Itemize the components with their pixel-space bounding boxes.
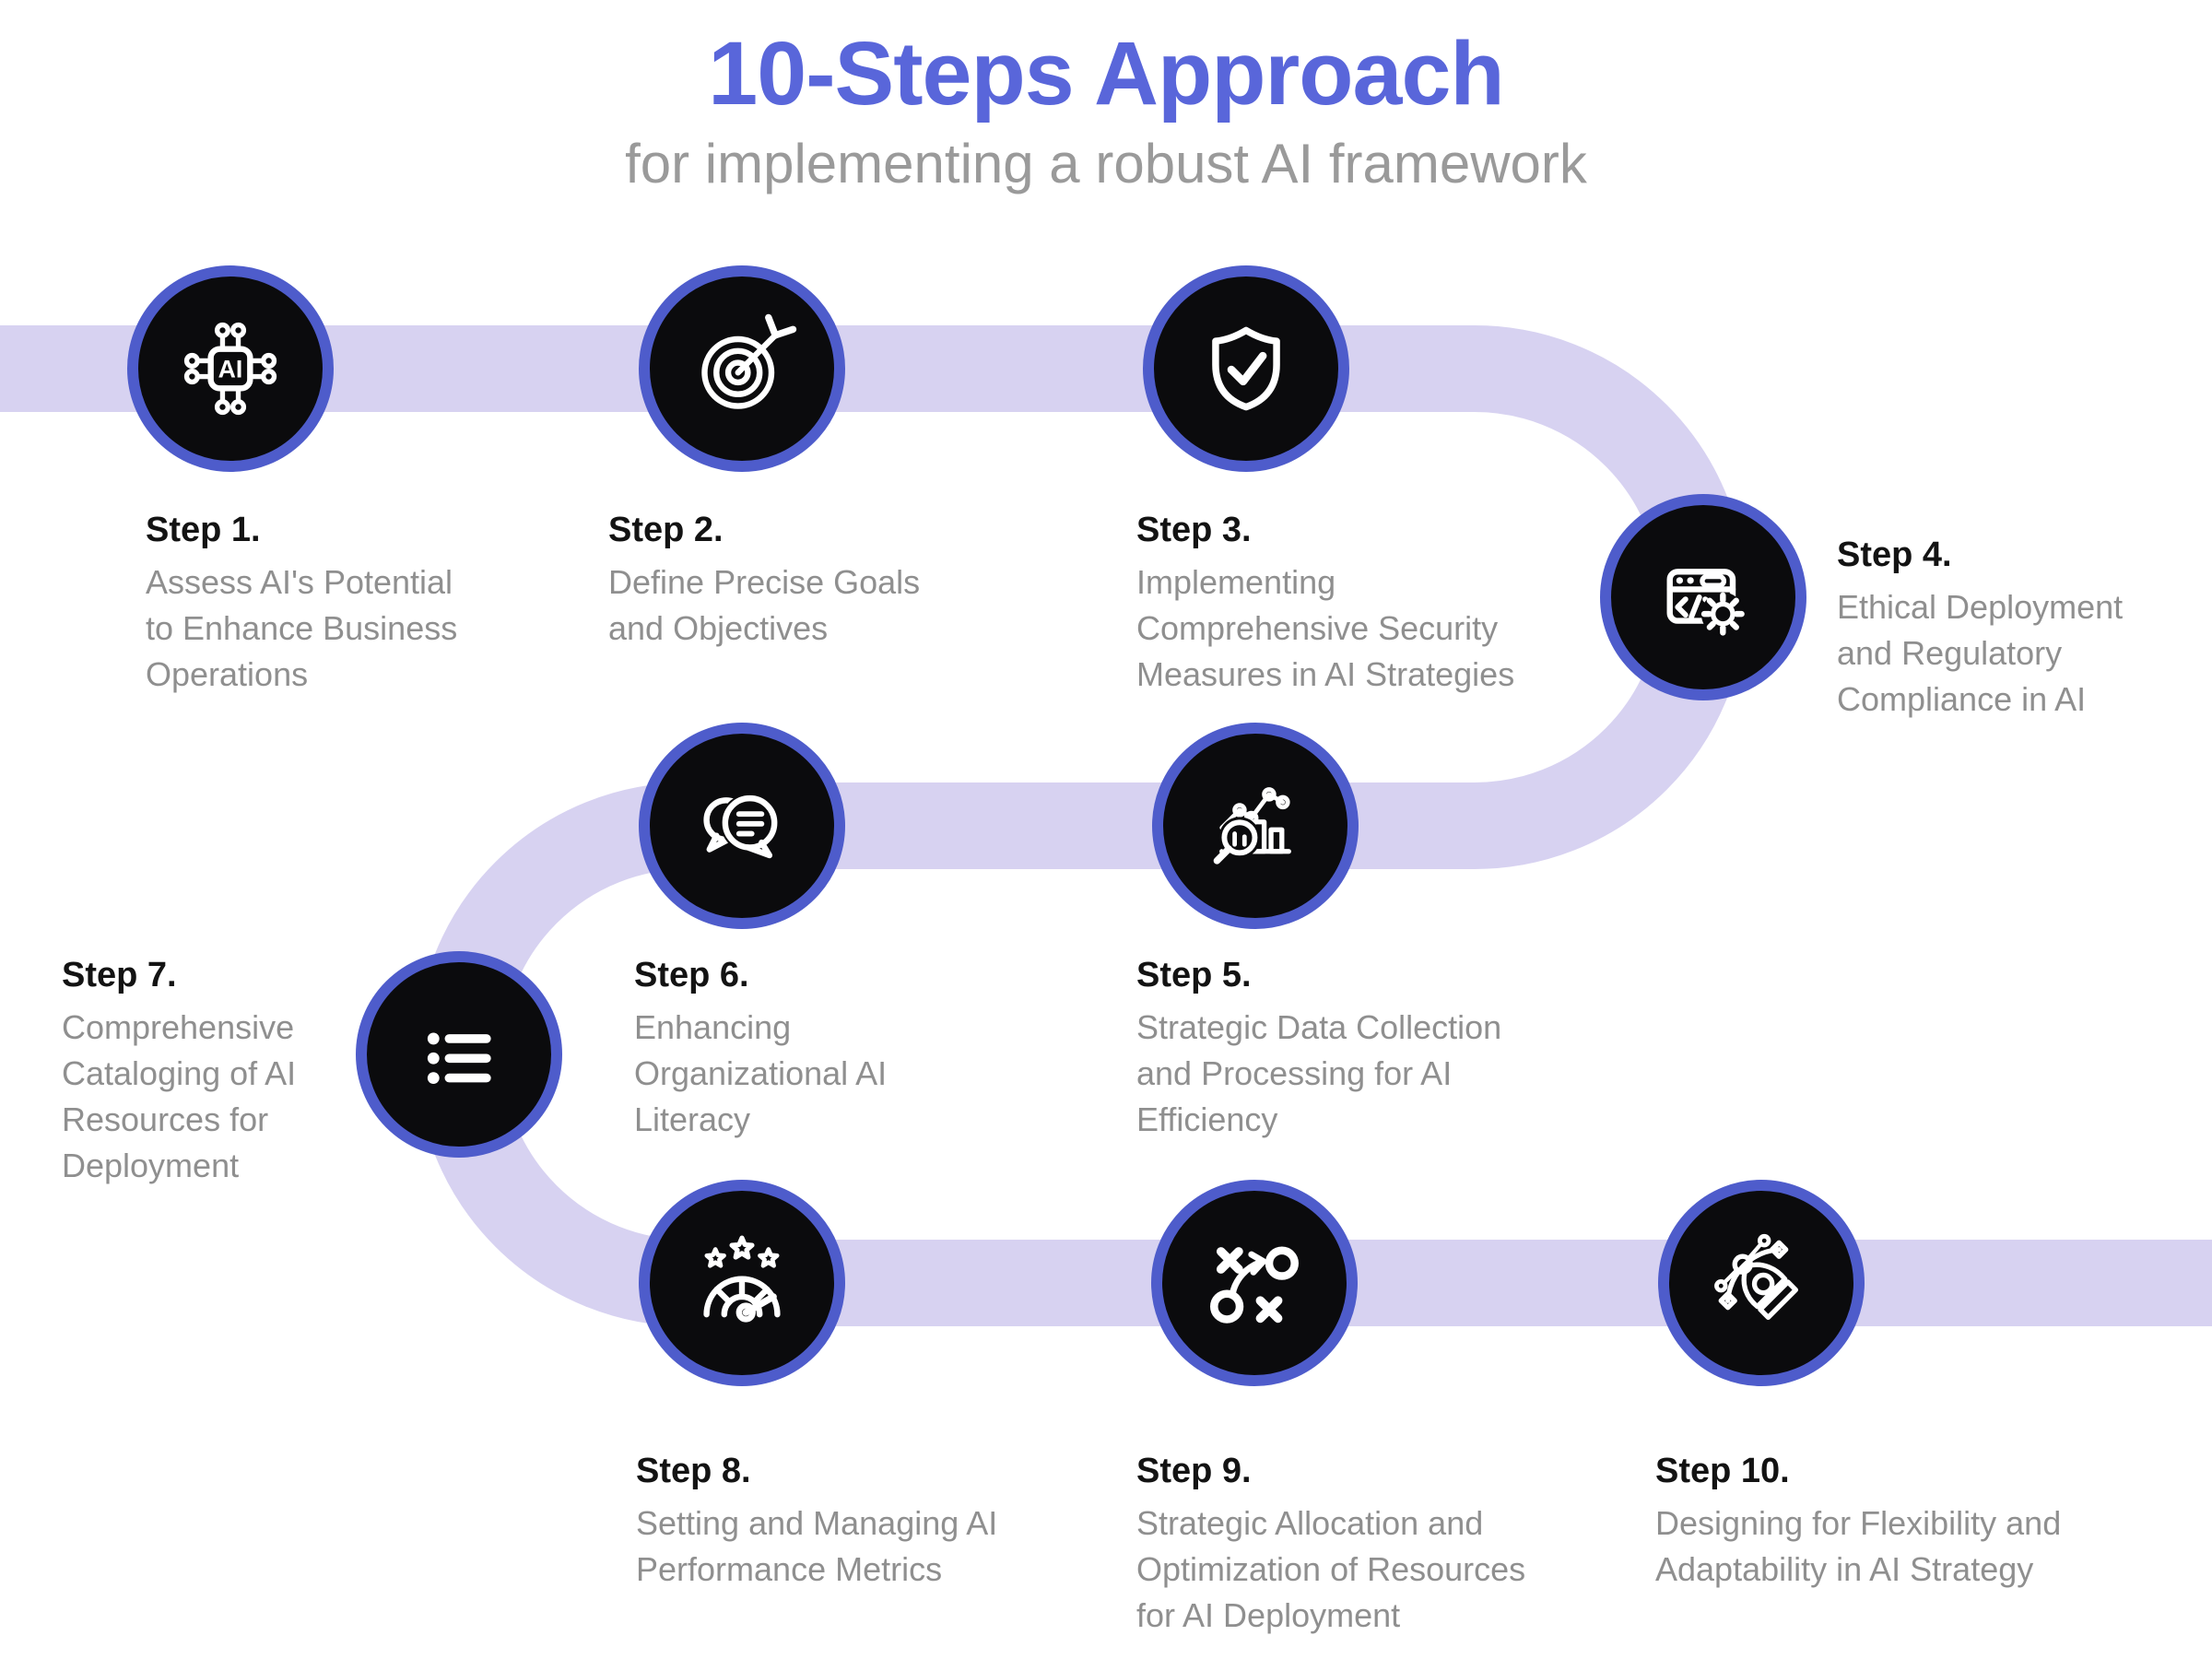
step-7-label: Step 7. <box>62 956 177 994</box>
strategy-icon <box>1210 1246 1299 1324</box>
step-10-text: Step 10. Designing for Flexibility and A… <box>1655 1453 2061 1593</box>
step-6-badge <box>639 723 845 929</box>
page-title: 10-Steps Approach <box>708 23 1504 124</box>
journey-path-line <box>0 325 2212 1326</box>
code-window-gear-icon <box>1666 569 1745 636</box>
step-6-text: Step 6. Enhancing Organizational AI Lite… <box>634 956 888 1143</box>
step-3-description: Implementing Comprehensive Security Meas… <box>1136 562 1515 693</box>
step-4-label: Step 4. <box>1837 535 1952 574</box>
step-2-badge <box>639 265 845 472</box>
header: 10-Steps Approach for implementing a rob… <box>0 23 2212 195</box>
step-1-badge: AI <box>127 265 334 472</box>
step-2-label: Step 2. <box>608 511 724 549</box>
step-4-badge <box>1600 494 1806 700</box>
ai-chip-icon: AI <box>183 322 277 416</box>
pen-tool-icon <box>1714 1233 1798 1320</box>
step-1-text: Step 1. Assess AI's Potential to Enhance… <box>146 512 457 698</box>
data-analysis-icon <box>1213 787 1291 865</box>
page-subtitle: for implementing a robust AI framework <box>625 132 1587 194</box>
step-8-text: Step 8. Setting and Managing AI Performa… <box>636 1453 997 1593</box>
step-5-badge <box>1152 723 1359 929</box>
gauge-stars-icon <box>703 1235 781 1323</box>
step-5-description: Strategic Data Collection and Processing… <box>1136 1007 1502 1138</box>
step-7-text: Step 7. Comprehensive Cataloging of AI R… <box>62 956 297 1189</box>
chat-bubbles-icon <box>703 793 780 859</box>
step-10-description: Designing for Flexibility and Adaptabili… <box>1655 1503 2062 1588</box>
step-10-label: Step 10. <box>1655 1452 1790 1490</box>
step-9-badge <box>1151 1180 1358 1386</box>
target-arrow-icon <box>701 313 797 409</box>
step-9-text: Step 9. Strategic Allocation and Optimiz… <box>1136 1453 1525 1639</box>
bullet-list-icon <box>427 1032 491 1084</box>
step-2-text: Step 2. Define Precise Goals and Objecti… <box>608 512 920 652</box>
step-1-description: Assess AI's Potential to Enhance Busines… <box>146 562 458 693</box>
step-1-label: Step 1. <box>146 511 261 549</box>
step-3-label: Step 3. <box>1136 511 1252 549</box>
step-5-text: Step 5. Strategic Data Collection and Pr… <box>1136 956 1502 1143</box>
shield-check-icon <box>1212 326 1280 411</box>
step-9-description: Strategic Allocation and Optimization of… <box>1136 1503 1526 1634</box>
svg-text:AI: AI <box>218 356 243 383</box>
step-4-text: Step 4. Ethical Deployment and Regulator… <box>1837 535 2124 723</box>
step-8-label: Step 8. <box>636 1452 751 1490</box>
step-8-badge <box>639 1180 845 1386</box>
step-7-badge <box>356 951 562 1158</box>
step-8-description: Setting and Managing AI Performance Metr… <box>636 1503 998 1588</box>
step-6-label: Step 6. <box>634 956 749 994</box>
step-3-text: Step 3. Implementing Comprehensive Secur… <box>1136 512 1514 698</box>
step-5-label: Step 5. <box>1136 956 1252 994</box>
step-2-description: Define Precise Goals and Objectives <box>608 562 921 647</box>
step-6-description: Enhancing Organizational AI Literacy <box>634 1007 888 1138</box>
step-4-description: Ethical Deployment and Regulatory Compli… <box>1837 587 2124 718</box>
step-9-label: Step 9. <box>1136 1452 1252 1490</box>
step-10-badge <box>1658 1180 1865 1386</box>
step-3-badge <box>1143 265 1349 472</box>
step-7-description: Comprehensive Cataloging of AI Resources… <box>62 1007 297 1184</box>
